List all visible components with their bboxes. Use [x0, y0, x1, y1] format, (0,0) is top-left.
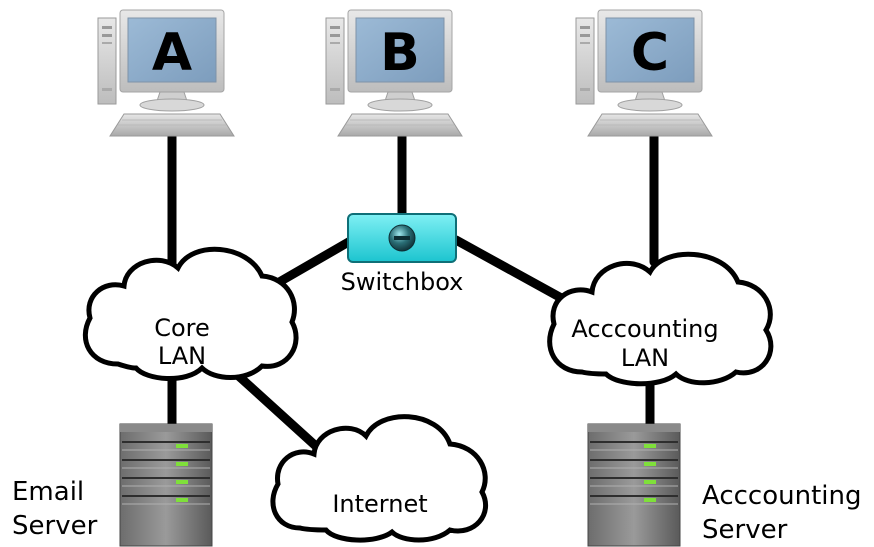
- accounting-lan-cloud: Acccounting LAN: [547, 251, 774, 387]
- server-status-lights: [644, 444, 656, 502]
- server-icon: [119, 423, 213, 547]
- accounting-server-line2: Server: [702, 515, 788, 545]
- accounting-server-line1: Acccounting: [702, 481, 861, 511]
- computer-c: C: [575, 9, 713, 137]
- accounting-lan-line1: Acccounting: [571, 315, 718, 343]
- computer-c-label: C: [631, 23, 669, 83]
- switchbox-label: Switchbox: [341, 268, 464, 296]
- server-icon: [587, 423, 681, 547]
- computer-a: A: [97, 9, 235, 137]
- email-server-line1: Email: [12, 477, 84, 507]
- internet-label: Internet: [332, 490, 427, 518]
- cloud-icon: [270, 414, 489, 543]
- computer-a-label: A: [152, 23, 192, 83]
- email-server-line2: Server: [12, 511, 98, 541]
- switchbox: Switchbox: [341, 213, 464, 296]
- cloud-icon: [547, 251, 774, 387]
- email-server: [119, 423, 213, 547]
- server-status-lights: [176, 444, 188, 502]
- cloud-icon: [82, 246, 299, 382]
- computer-b: B: [325, 9, 463, 137]
- accounting-server: [587, 423, 681, 547]
- core-lan-cloud: Core LAN: [82, 246, 299, 382]
- core-lan-line2: LAN: [158, 342, 206, 370]
- link-core-internet: [227, 365, 323, 453]
- computer-b-label: B: [380, 23, 420, 83]
- internet-cloud: Internet: [270, 414, 489, 543]
- accounting-lan-line2: LAN: [621, 344, 669, 372]
- link-switchbox-accounting: [451, 235, 579, 310]
- core-lan-line1: Core: [154, 314, 210, 342]
